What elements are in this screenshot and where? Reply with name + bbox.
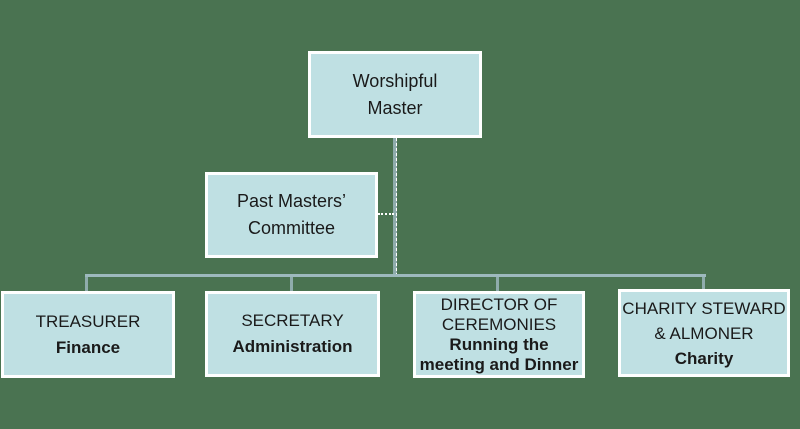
connector-horizontal-bar [85, 274, 706, 277]
connector-stub-director [496, 277, 499, 292]
node-secretary-role: Administration [232, 337, 353, 356]
node-director-of-ceremonies-label: DIRECTOR OF CEREMONIES [440, 294, 558, 334]
node-past-masters-committee: Past Masters’ Committee [205, 172, 378, 258]
node-director-of-ceremonies: DIRECTOR OF CEREMONIES Running the meeti… [413, 291, 585, 378]
node-past-masters-committee-label: Past Masters’ Committee [236, 191, 347, 238]
node-director-of-ceremonies-role: Running the meeting and Dinner [419, 334, 579, 374]
connector-stub-secretary [290, 277, 293, 292]
node-treasurer: TREASURER Finance [1, 291, 175, 378]
node-treasurer-role: Finance [55, 337, 121, 357]
connector-dotted-committee-link [378, 213, 394, 215]
connector-vertical-trunk [393, 138, 397, 276]
node-secretary: SECRETARY Administration [205, 291, 380, 377]
node-charity-steward-almoner-role: Charity [674, 348, 734, 368]
node-worshipful-master-label: Worshipful Master [352, 70, 438, 118]
connector-stub-treasurer [85, 277, 88, 292]
node-charity-steward-almoner: CHARITY STEWARD & ALMONER Charity [618, 289, 790, 377]
connector-stub-charity [702, 277, 705, 290]
node-secretary-label: SECRETARY [241, 311, 344, 330]
node-charity-steward-almoner-label: CHARITY STEWARD & ALMONER [622, 298, 786, 343]
node-worshipful-master: Worshipful Master [308, 51, 482, 138]
node-treasurer-label: TREASURER [35, 311, 141, 331]
